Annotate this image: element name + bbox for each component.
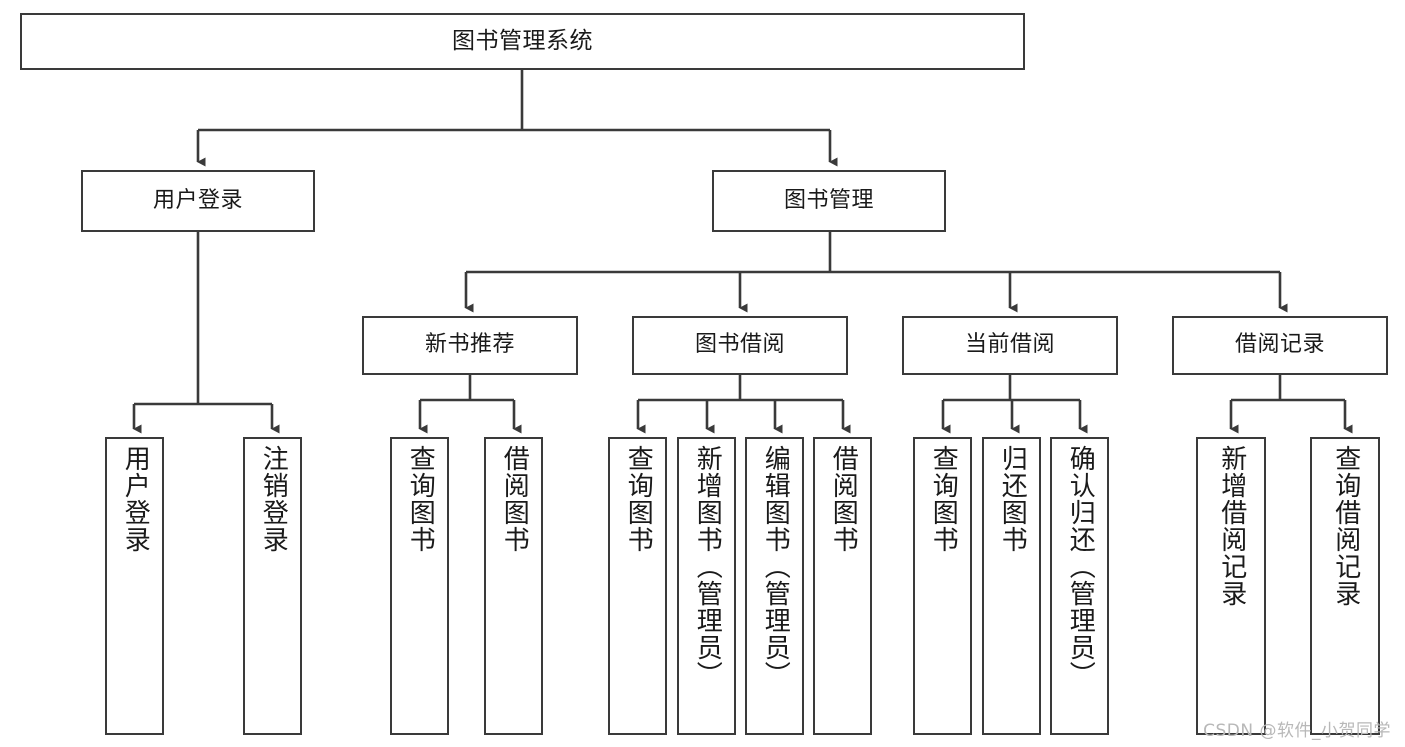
node-label: 借阅图书	[499, 445, 530, 553]
node-label: 用户登录	[152, 187, 243, 213]
node-label: 编辑图书（管理员）	[760, 445, 791, 688]
node-label: 注销登录	[258, 445, 289, 553]
leaf-query-book-recommendation[interactable]: 查询图书	[390, 437, 449, 735]
node-label: 图书借阅	[694, 332, 785, 358]
node-label: 图书管理	[783, 187, 874, 213]
leaf-borrow-book-recommendation[interactable]: 借阅图书	[484, 437, 543, 735]
node-label: 查询借阅记录	[1330, 445, 1361, 607]
csdn-watermark: CSDN @软件_小贺同学	[1203, 721, 1391, 741]
leaf-add-borrow-record[interactable]: 新增借阅记录	[1196, 437, 1266, 735]
node-new-book-recommendation[interactable]: 新书推荐	[362, 316, 578, 375]
node-borrow-record[interactable]: 借阅记录	[1172, 316, 1388, 375]
node-label: 当前借阅	[964, 332, 1055, 358]
node-label: 查询图书	[623, 445, 654, 553]
node-user-login[interactable]: 用户登录	[81, 170, 315, 232]
node-label: 新增借阅记录	[1216, 445, 1247, 607]
node-label: 借阅记录	[1234, 332, 1325, 358]
node-label: 借阅图书	[828, 445, 859, 553]
leaf-edit-book-admin[interactable]: 编辑图书（管理员）	[745, 437, 804, 735]
node-root-book-management-system[interactable]: 图书管理系统	[20, 13, 1025, 70]
node-book-borrow[interactable]: 图书借阅	[632, 316, 848, 375]
node-label: 查询图书	[928, 445, 959, 553]
leaf-return-book[interactable]: 归还图书	[982, 437, 1041, 735]
node-label: 图书管理系统	[452, 27, 593, 54]
leaf-add-book-admin[interactable]: 新增图书（管理员）	[677, 437, 736, 735]
node-label: 查询图书	[405, 445, 436, 553]
node-label: 新增图书（管理员）	[692, 445, 723, 688]
leaf-query-book-current[interactable]: 查询图书	[913, 437, 972, 735]
leaf-query-book-borrow[interactable]: 查询图书	[608, 437, 667, 735]
leaf-user-login[interactable]: 用户登录	[105, 437, 164, 735]
node-current-borrow[interactable]: 当前借阅	[902, 316, 1118, 375]
leaf-logout[interactable]: 注销登录	[243, 437, 302, 735]
leaf-confirm-return-admin[interactable]: 确认归还（管理员）	[1050, 437, 1109, 735]
node-label: 用户登录	[120, 445, 151, 553]
leaf-query-borrow-record[interactable]: 查询借阅记录	[1310, 437, 1380, 735]
node-label: 归还图书	[997, 445, 1028, 553]
leaf-borrow-book[interactable]: 借阅图书	[813, 437, 872, 735]
node-book-management[interactable]: 图书管理	[712, 170, 946, 232]
node-label: 确认归还（管理员）	[1065, 445, 1096, 688]
node-label: 新书推荐	[424, 332, 515, 358]
